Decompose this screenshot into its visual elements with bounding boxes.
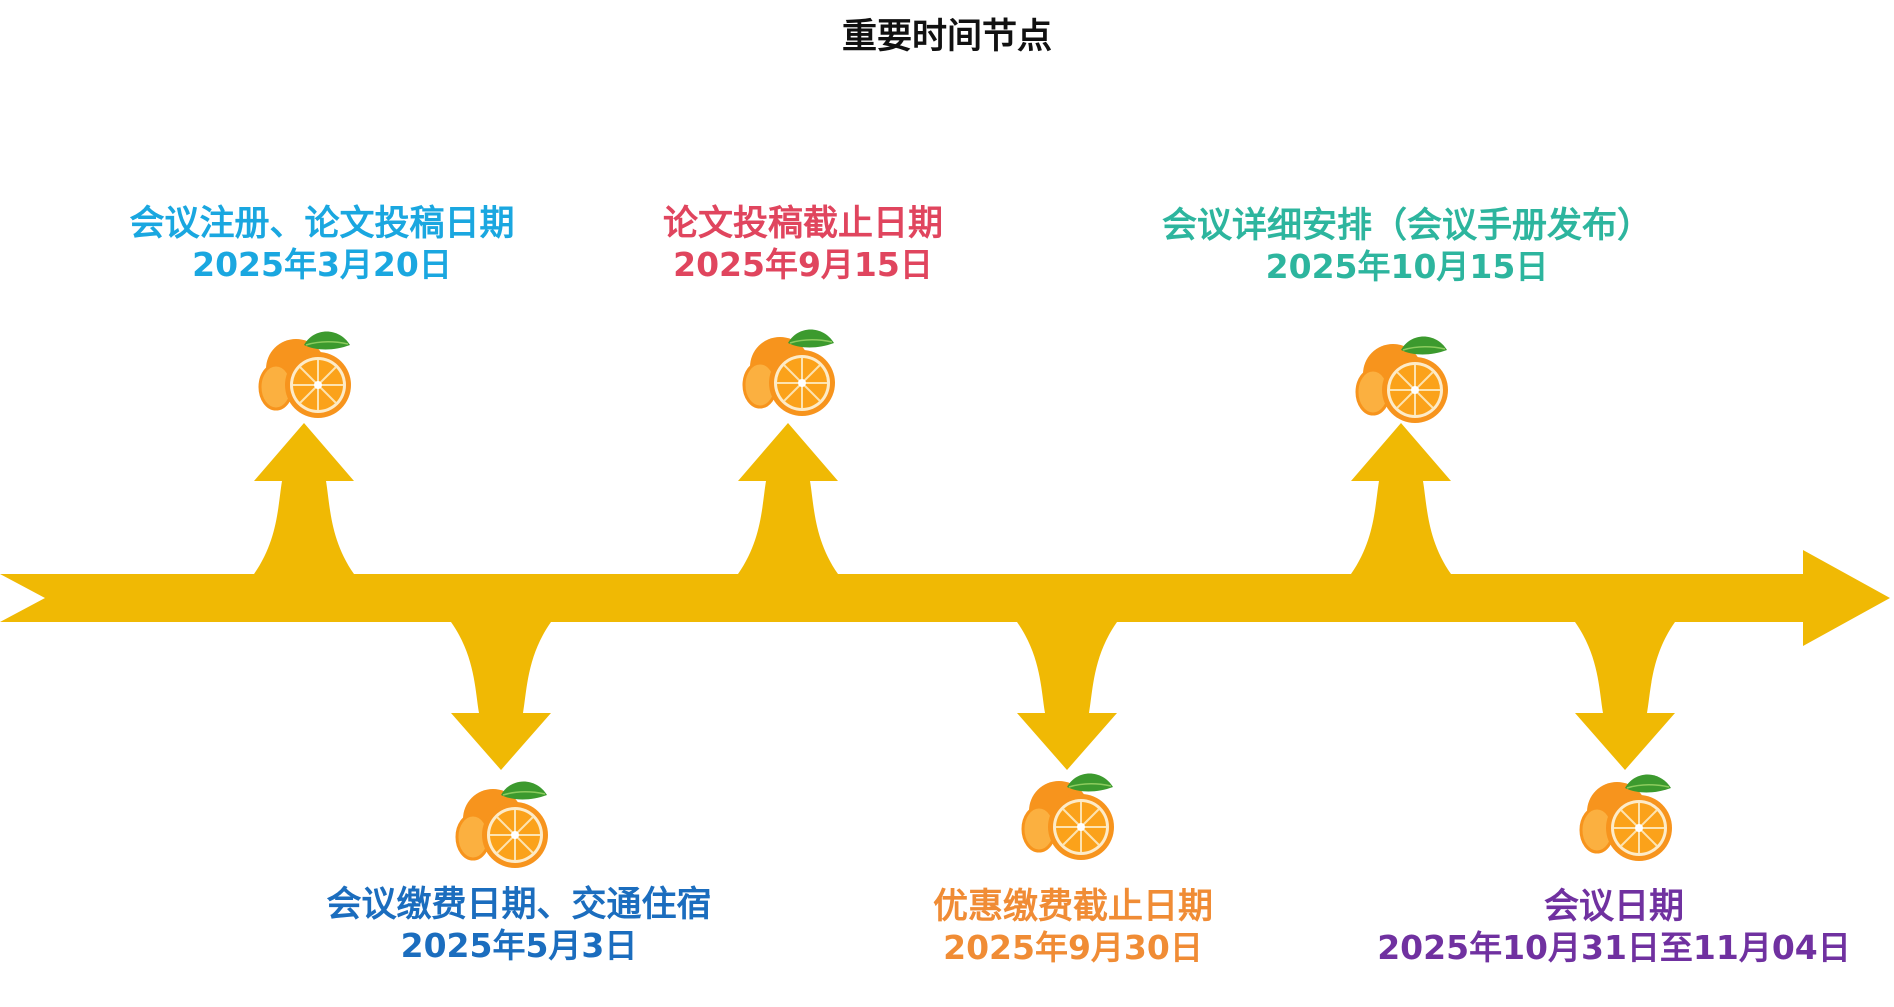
milestone-up-arrow: [1351, 423, 1451, 574]
milestone-up-arrow: [738, 423, 838, 574]
milestone-event: 会议详细安排（会议手册发布）: [1161, 206, 1652, 246]
milestone-event: 会议日期: [1543, 887, 1684, 927]
milestone-event: 会议缴费日期、交通住宿: [326, 885, 712, 925]
milestone-down-arrow: [1575, 622, 1675, 770]
milestone-label: 优惠缴费截止日期 2025年9月30日: [723, 886, 1423, 968]
orange-icon: [455, 780, 550, 870]
milestone-date: 2025年10月15日: [1265, 247, 1549, 286]
orange-icon: [742, 328, 837, 418]
milestone-event: 优惠缴费截止日期: [932, 887, 1213, 927]
milestone-label: 会议注册、论文投稿日期 2025年3月20日: [0, 203, 672, 285]
milestone-label: 论文投稿截止日期 2025年9月15日: [453, 203, 1153, 285]
milestone-down-arrow: [1017, 622, 1117, 770]
milestone-date: 2025年9月15日: [673, 245, 933, 284]
milestone-label: 会议日期 2025年10月31日至11月04日: [1264, 886, 1894, 968]
diagram-title: 重要时间节点: [841, 17, 1052, 57]
milestone-date: 2025年5月3日: [400, 926, 638, 965]
milestone-event: 会议注册、论文投稿日期: [129, 204, 515, 244]
orange-icon: [1021, 772, 1116, 862]
milestone-down-arrow: [451, 622, 551, 770]
orange-icon: [1355, 335, 1450, 425]
milestone-date: 2025年3月20日: [192, 245, 452, 284]
orange-icon: [1579, 773, 1674, 863]
milestone-label: 会议缴费日期、交通住宿 2025年5月3日: [169, 884, 869, 966]
milestone-event: 论文投稿截止日期: [662, 204, 943, 244]
orange-icon: [258, 330, 353, 420]
milestone-date: 2025年9月30日: [943, 928, 1203, 967]
milestone-date: 2025年10月31日至11月04日: [1377, 928, 1851, 967]
milestone-up-arrow: [254, 423, 354, 574]
milestone-label: 会议详细安排（会议手册发布） 2025年10月15日: [1057, 205, 1757, 287]
